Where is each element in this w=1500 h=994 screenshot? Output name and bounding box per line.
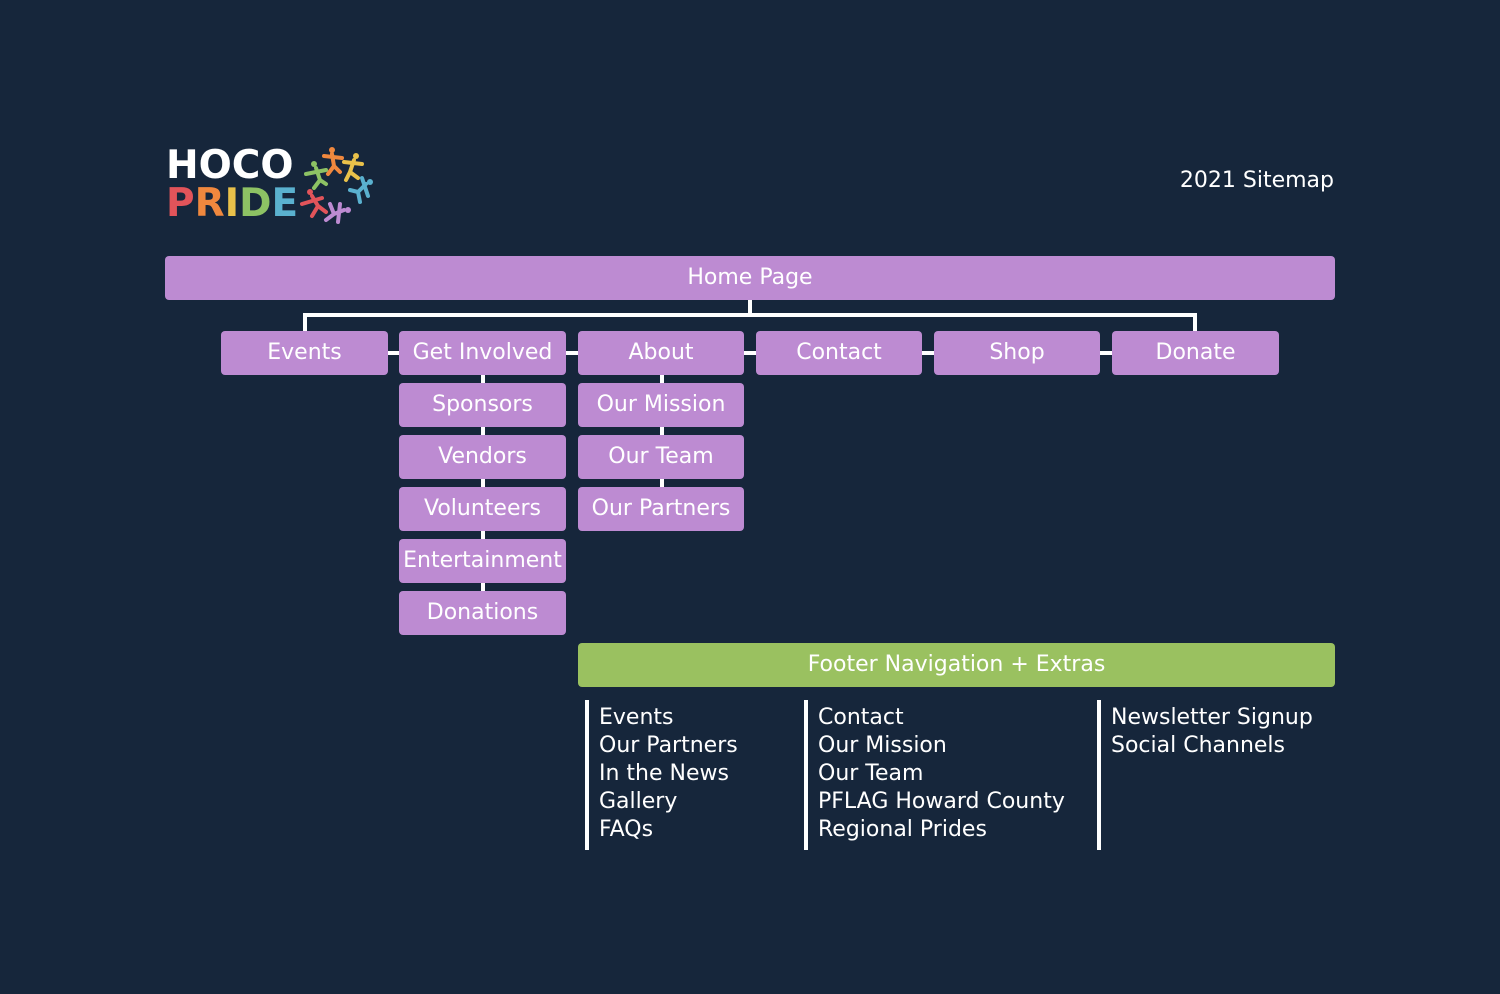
child-node-our-mission[interactable]: Our Mission <box>578 383 744 427</box>
nav-node-donate[interactable]: Donate <box>1112 331 1279 375</box>
nav-node-about[interactable]: About <box>578 331 744 375</box>
footer-link[interactable]: In the News <box>599 761 729 786</box>
footer-navigation-node[interactable]: Footer Navigation + Extras <box>578 643 1335 687</box>
footer-column-2: Contact Our Mission Our Team PFLAG Howar… <box>804 700 1084 850</box>
logo-letter: P <box>166 181 195 226</box>
nav-node-events[interactable]: Events <box>221 331 388 375</box>
child-node-volunteers[interactable]: Volunteers <box>399 487 566 531</box>
footer-link[interactable]: Our Team <box>818 761 924 786</box>
footer-link[interactable]: Contact <box>818 705 904 730</box>
child-node-entertainment[interactable]: Entertainment <box>399 539 566 583</box>
footer-link[interactable]: Social Channels <box>1111 733 1286 758</box>
footer-column-3: Newsletter Signup Social Channels <box>1097 700 1335 850</box>
connector-line <box>660 374 664 488</box>
child-node-vendors[interactable]: Vendors <box>399 435 566 479</box>
connector-line <box>222 351 1278 355</box>
footer-link[interactable]: Newsletter Signup <box>1111 705 1313 730</box>
child-node-our-partners[interactable]: Our Partners <box>578 487 744 531</box>
logo-letter: R <box>194 181 225 226</box>
nav-node-get-involved[interactable]: Get Involved <box>399 331 566 375</box>
footer-column-1: Events Our Partners In the News Gallery … <box>585 700 785 850</box>
footer-link[interactable]: Regional Prides <box>818 817 987 842</box>
hoco-pride-logo: HOCO PRIDE <box>166 146 381 228</box>
child-node-sponsors[interactable]: Sponsors <box>399 383 566 427</box>
connector-line <box>748 300 752 316</box>
connector-line <box>303 313 1197 317</box>
home-page-node[interactable]: Home Page <box>165 256 1335 300</box>
logo-letter: I <box>224 181 240 226</box>
logo-letter: E <box>271 181 299 226</box>
footer-link[interactable]: FAQs <box>599 817 654 842</box>
footer-link[interactable]: Our Partners <box>599 733 738 758</box>
logo-letter: D <box>239 181 272 226</box>
connector-line <box>481 374 485 592</box>
child-node-our-team[interactable]: Our Team <box>578 435 744 479</box>
footer-link[interactable]: Gallery <box>599 789 678 814</box>
child-node-donations[interactable]: Donations <box>399 591 566 635</box>
sitemap-year-title: 2021 Sitemap <box>1179 168 1334 193</box>
nav-node-contact[interactable]: Contact <box>756 331 922 375</box>
logo-text-pride: PRIDE <box>166 184 298 224</box>
connector-line <box>1193 313 1197 331</box>
footer-link[interactable]: Our Mission <box>818 733 947 758</box>
footer-link[interactable]: PFLAG Howard County <box>818 789 1065 814</box>
footer-link[interactable]: Events <box>599 705 674 730</box>
dancing-people-icon <box>300 147 373 224</box>
logo-text-hoco: HOCO <box>166 143 294 188</box>
connector-line <box>303 313 307 331</box>
nav-node-shop[interactable]: Shop <box>934 331 1100 375</box>
